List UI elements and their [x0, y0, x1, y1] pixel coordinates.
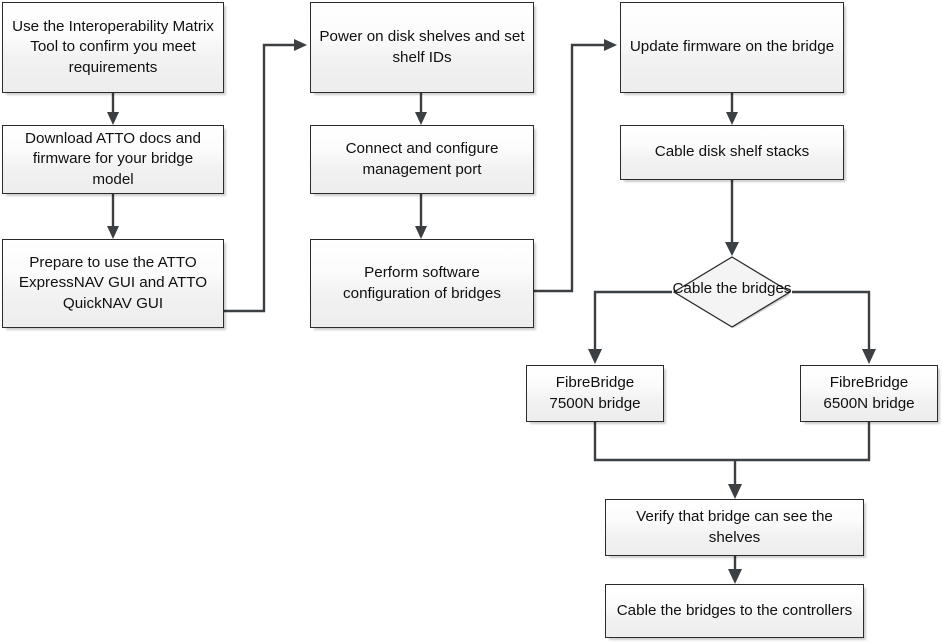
node-label: Cable the bridges — [672, 280, 792, 298]
node-cablectrl[interactable]: Cable the bridges to the controllers — [605, 584, 864, 638]
node-label: Verify that bridge can see the shelves — [636, 508, 833, 546]
node-label: Connect and configure management port — [345, 140, 499, 178]
node-mgmtport[interactable]: Connect and configure management port — [310, 125, 534, 194]
node-label: Prepare to use the ATTO ExpressNAV GUI a… — [18, 254, 208, 312]
edge-poweron-mgmtport — [415, 93, 427, 125]
node-fb6500n[interactable]: FibreBridge 6500N bridge — [800, 365, 938, 422]
node-verify[interactable]: Verify that bridge can see the shelves — [605, 499, 864, 556]
edge-mgmtport-softconfig — [415, 194, 427, 239]
edge-prepare-poweron — [224, 39, 307, 313]
node-label: FibreBridge 6500N bridge — [823, 374, 915, 412]
edge-bridges-merge-verify — [593, 422, 871, 499]
node-label: Use the Interoperability Matrix Tool to … — [12, 18, 214, 76]
edge-cablebridges-fb6500n — [792, 290, 876, 364]
node-firmware[interactable]: Update firmware on the bridge — [620, 2, 844, 93]
node-label: Download ATTO docs and firmware for your… — [25, 130, 201, 188]
node-label: Perform software configuration of bridge… — [343, 264, 501, 302]
node-download[interactable]: Download ATTO docs and firmware for your… — [2, 125, 224, 194]
edge-softconfig-firmware — [534, 39, 617, 293]
node-cablestacks[interactable]: Cable disk shelf stacks — [620, 125, 844, 180]
node-poweron[interactable]: Power on disk shelves and set shelf IDs — [310, 2, 534, 93]
edge-interop-download — [107, 93, 119, 125]
node-label: FibreBridge 7500N bridge — [549, 374, 641, 412]
diamond-shape — [672, 256, 792, 328]
edge-verify-cablectrl — [728, 556, 742, 584]
edge-cablebridges-fb7500n — [588, 290, 672, 364]
edge-cablestacks-cablebridges — [725, 180, 739, 256]
edge-download-prepare — [107, 194, 119, 239]
node-label: Cable disk shelf stacks — [654, 143, 810, 161]
node-cablebridges[interactable]: Cable the bridges — [672, 256, 792, 329]
node-softconfig[interactable]: Perform software configuration of bridge… — [310, 239, 534, 328]
node-label: Update firmware on the bridge — [629, 38, 835, 56]
node-interop[interactable]: Use the Interoperability Matrix Tool to … — [2, 2, 224, 93]
node-fb7500n[interactable]: FibreBridge 7500N bridge — [526, 365, 664, 422]
node-label: Power on disk shelves and set shelf IDs — [319, 28, 525, 66]
node-prepare[interactable]: Prepare to use the ATTO ExpressNAV GUI a… — [2, 239, 224, 328]
edge-firmware-cablestacks — [726, 93, 738, 125]
node-label: Cable the bridges to the controllers — [616, 601, 853, 619]
